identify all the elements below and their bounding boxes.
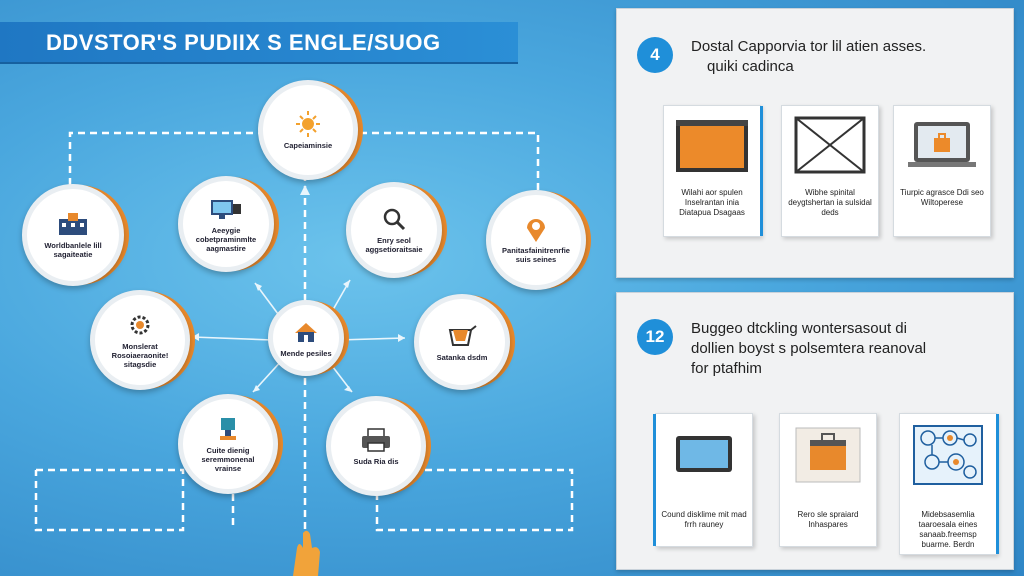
step-number-badge: 12	[637, 319, 673, 355]
node-label: Aeeygie cobetpraminmlte aagmastire	[195, 225, 257, 253]
node-label: Cuite dienig seremmonenal vrainse	[201, 445, 255, 473]
info-panel-top: 4 Dostal Capporvia tor lil atien asses. …	[616, 8, 1014, 278]
diagram-node-upper-right: Enry seol aggsetioraitsaie	[346, 182, 442, 278]
card-text: Rero sle spraiard Inhaspares	[797, 510, 859, 529]
building-icon	[56, 211, 90, 237]
node-label: Capeiaminsie	[283, 140, 333, 150]
location-pin-icon	[519, 216, 553, 242]
step-number-badge: 4	[637, 37, 673, 73]
network-map-icon	[900, 424, 996, 486]
panel-description: Buggeo dtckling wontersasout di dollien …	[691, 319, 926, 379]
card-text: Tiurpic agrasce Ddi seo Wiltoperese	[900, 188, 984, 207]
diagram-node-upper-left: Aeeygie cobetpraminmlte aagmastire	[178, 176, 274, 272]
tablet-icon	[656, 434, 752, 474]
card-text: Wibhe spinital deygtshertan ia sulsidal …	[788, 188, 872, 217]
info-card: Cound disklime mit mad frrh rauney	[653, 413, 753, 547]
diagram-node-left: Monslerat Rosoiaeraonite! sitagsdie	[90, 290, 190, 390]
info-card: Tiurpic agrasce Ddi seo Wiltoperese	[893, 105, 991, 237]
orange-window-icon	[664, 116, 760, 174]
info-card: Midebsasemlia taaroesala eines sanaab.fr…	[899, 413, 999, 555]
diagram-node-right-outer: Panitasfainitrenrfie suis seines	[486, 190, 586, 290]
card-accent-bar	[996, 414, 999, 554]
node-label: Mende pesiles	[280, 348, 332, 358]
panel-description: Dostal Capporvia tor lil atien asses. qu…	[691, 37, 926, 77]
node-label: Worldbanlele lill sagaiteatie	[44, 241, 102, 259]
card-text: Midebsasemlia taaroesala eines sanaab.fr…	[918, 510, 978, 549]
home-icon	[289, 319, 323, 345]
laptop-briefcase-icon	[894, 116, 990, 174]
node-label: Monslerat Rosoiaeraonite! sitagsdie	[111, 341, 169, 369]
info-card: Wibhe spinital deygtshertan ia sulsidal …	[781, 105, 879, 237]
hand-pointer-icon	[293, 530, 320, 576]
card-text: Cound disklime mit mad frrh rauney	[661, 510, 747, 529]
info-card: Wilahi aor spulen Inselrantan inia Diata…	[663, 105, 763, 237]
panel-text-line: dollien boyst s polsemtera reanoval	[691, 340, 927, 357]
node-label: Enry seol aggsetioraitsaie	[365, 236, 423, 254]
panel-text-line: Dostal Capporvia tor lil atien asses.	[691, 38, 927, 55]
crossed-frame-icon	[782, 116, 878, 174]
monitor-icon	[209, 196, 243, 222]
card-accent-bar	[653, 414, 656, 546]
node-label: Satanka dsdm	[436, 352, 488, 362]
diagram-node-left-outer: Worldbanlele lill sagaiteatie	[22, 184, 124, 286]
gear-icon	[123, 312, 157, 338]
diagram-node-lower-left: Cuite dienig seremmonenal vrainse	[178, 394, 278, 494]
diagram-node-top: Capeiaminsie	[258, 80, 358, 180]
sun-icon	[291, 110, 325, 137]
diagram-node-center: Mende pesiles	[268, 300, 344, 376]
printer-icon	[359, 427, 393, 453]
panel-text-line: Buggeo dtckling wontersasout di	[691, 320, 907, 337]
card-accent-bar	[760, 106, 763, 236]
node-label: Panitasfainitrenrfie suis seines	[502, 246, 570, 264]
shopping-bag-icon	[445, 323, 479, 349]
info-card: Rero sle spraiard Inhaspares	[779, 413, 877, 547]
panel-text-line: quiki cadinca	[707, 58, 794, 75]
card-text: Wilahi aor spulen Inselrantan inia Diata…	[679, 188, 745, 217]
panel-text-line: for ptafhim	[691, 360, 762, 377]
node-label: Suda Ria dis	[353, 456, 399, 466]
page-title: DDVSTOR'S PUDIIX S ENGLE/SUOG	[46, 30, 441, 55]
magnifier-icon	[377, 206, 411, 232]
diagram-node-lower-center: Suda Ria dis	[326, 396, 426, 496]
trophy-icon	[211, 416, 245, 442]
title-banner: DDVSTOR'S PUDIIX S ENGLE/SUOG	[0, 22, 518, 64]
diagram-node-right: Satanka dsdm	[414, 294, 510, 390]
info-panel-bottom: 12 Buggeo dtckling wontersasout di dolli…	[616, 292, 1014, 570]
briefcase-box-icon	[780, 424, 876, 486]
